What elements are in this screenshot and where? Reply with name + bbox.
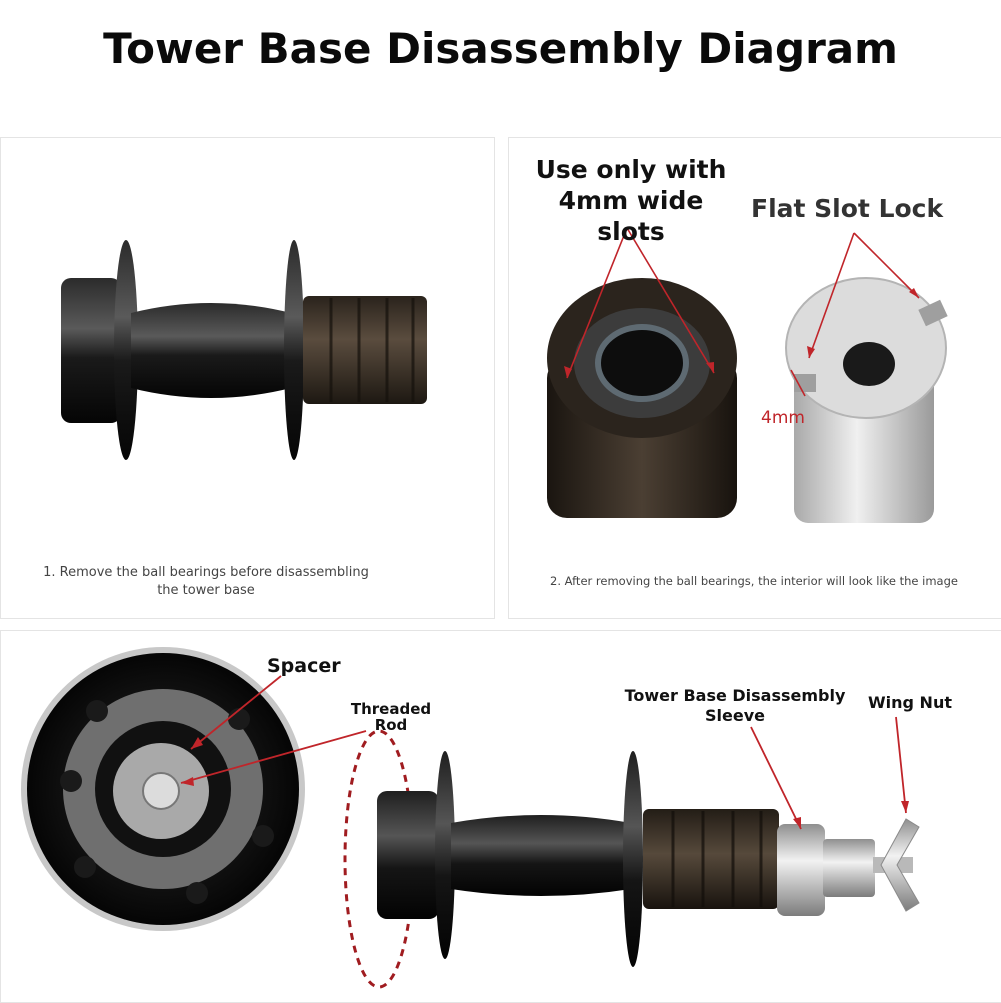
label-disassembly-sleeve: Tower Base Disassembly Sleeve [613,686,857,726]
panel-remove-bearings: 1. Remove the ball bearings before disas… [0,137,495,619]
arrow-spacer [190,675,282,750]
caption-line-1: 1. Remove the ball bearings before disas… [43,565,369,580]
label-rod-line-1: Threaded [350,700,432,718]
arrow-slot-left [566,227,628,379]
sleeve-shaft [823,839,875,897]
right-flange [284,240,304,460]
label-spacer: Spacer [267,655,341,677]
slot-left [794,374,816,392]
label-wing-nut: Wing Nut [868,693,952,712]
freehub-body [643,809,779,909]
bearing-ring [595,324,689,402]
freehub-body [303,296,427,404]
label-4mm: 4mm [761,408,805,428]
lock-ring [61,278,121,423]
left-flange [435,751,455,959]
arrowhead-wing-nut [901,801,909,813]
label-sleeve-line-2: Sleeve [705,706,765,725]
arrow-slot-right [626,227,715,374]
threaded-rod-end [142,772,180,810]
arrowhead-4 [909,288,919,298]
label-flat-slot-lock: Flat Slot Lock [751,194,944,223]
lock-ring [377,791,439,919]
arrow-threaded-rod [180,730,367,784]
arrowhead-sleeve [793,817,801,829]
hub-body [131,303,291,398]
label-sleeve-line-1: Tower Base Disassembly [624,686,846,705]
right-flange [623,751,643,967]
interior-photo [547,227,948,523]
label-slot-width-note: Use only with 4mm wide slots [531,154,731,247]
caption-step-2: 2. After removing the ball bearings, the… [550,574,958,588]
arrowhead-1 [564,366,572,378]
width-marker [790,369,806,397]
disassembly-sleeve [777,824,825,916]
slot-lock-hole [843,342,895,386]
arrowhead-rod [181,777,194,786]
label-slots-line-2: 4mm wide slots [558,186,704,246]
wing-nut [880,818,920,912]
hub-photo [61,240,427,460]
arrowhead-spacer [191,737,203,749]
label-rod-line-2: Rod [374,716,408,734]
slot-right [918,299,948,327]
caption-line-2: the tower base [157,583,255,598]
caption-step-1: 1. Remove the ball bearings before disas… [11,564,401,600]
label-threaded-rod: Threaded Rod [347,701,435,733]
arrowhead-3 [807,346,815,358]
assembly-photo [21,647,920,989]
bolt-holes [60,700,274,904]
arrow-lock-right [853,232,920,299]
panel-assembly: Spacer Threaded Rod Tower Base Disassemb… [0,630,1001,1003]
arrow-wing-nut [895,716,907,814]
arrow-sleeve [750,726,802,830]
hub-body [451,815,631,896]
arrow-lock-left [808,232,855,359]
page-title: Tower Base Disassembly Diagram [103,24,898,73]
arrowhead-2 [706,362,714,373]
panel-interior-view: Use only with 4mm wide slots Flat Slot L… [508,137,1001,619]
left-flange [114,240,138,460]
label-slots-line-1: Use only with [535,155,727,184]
